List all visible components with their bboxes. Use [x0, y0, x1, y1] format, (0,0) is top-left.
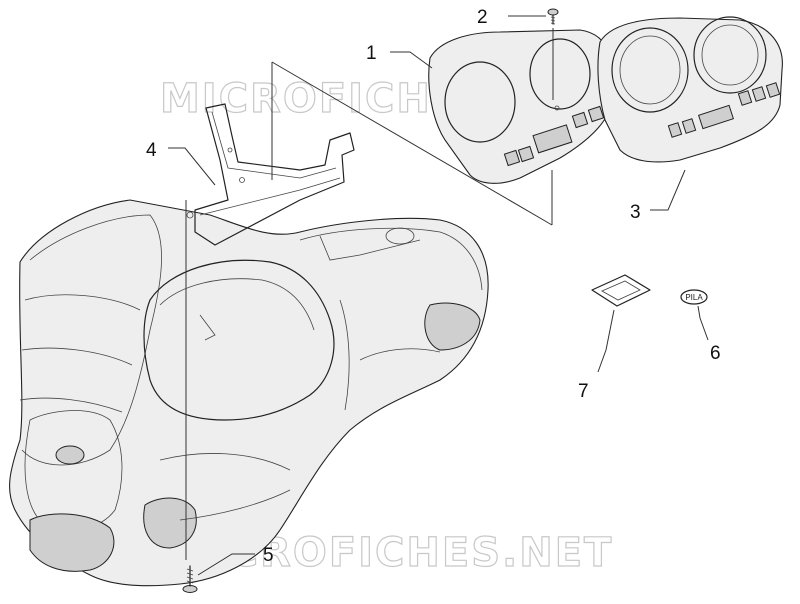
bracket-part-4 — [186, 103, 355, 246]
callout-5: 5 — [263, 545, 274, 566]
callout-6: 6 — [710, 343, 721, 364]
callout-7: 7 — [578, 381, 589, 402]
screw-part-2 — [547, 8, 559, 25]
callout-4: 4 — [146, 140, 157, 161]
assembly-lines — [185, 28, 554, 560]
callout-leaders — [168, 15, 709, 576]
callout-2: 2 — [477, 7, 488, 28]
handlebar-cover — [9, 199, 489, 587]
callout-1: 1 — [366, 43, 377, 64]
dashboard-panel-part-1 — [428, 29, 613, 184]
instrument-housing-part-3 — [597, 16, 783, 163]
badge-part-6: PILA — [680, 289, 708, 305]
seal-part-7 — [591, 274, 651, 307]
screw-part-5 — [182, 565, 198, 593]
callout-3: 3 — [630, 202, 641, 223]
badge-text: PILA — [685, 293, 703, 302]
